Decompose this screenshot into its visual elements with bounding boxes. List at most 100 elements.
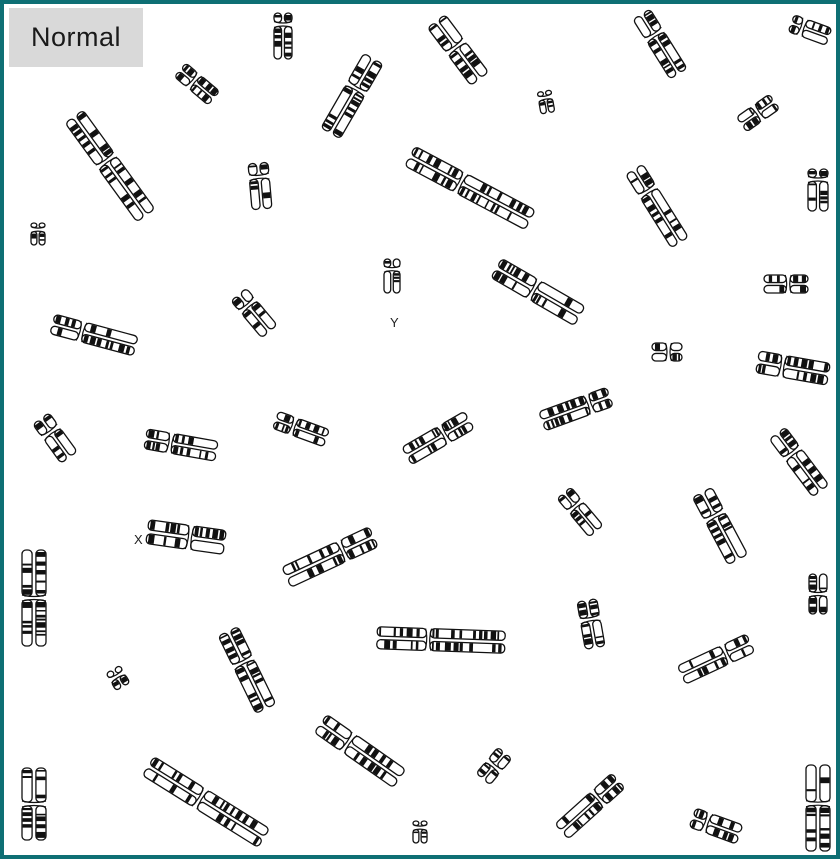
chromatid-arm	[114, 665, 123, 674]
chromosome	[33, 413, 77, 464]
chromosome-band	[769, 276, 772, 282]
chromosome-band	[810, 576, 816, 579]
chromatid-arm	[758, 351, 782, 364]
chromosome-band	[37, 602, 46, 607]
chromosome	[405, 146, 535, 229]
chromosome-band	[414, 832, 419, 834]
chromosome-band	[820, 196, 827, 199]
chromosome-band	[285, 15, 291, 21]
chromatid-arm	[671, 343, 683, 351]
centromere	[384, 266, 400, 272]
chromosome	[555, 773, 625, 839]
chromosome-band	[37, 581, 46, 583]
chromosome-band	[23, 631, 32, 634]
chromatid-arm	[377, 640, 426, 651]
chromatid-arm	[764, 275, 786, 283]
chromosome-band	[37, 590, 46, 594]
chromosome-band	[285, 41, 291, 44]
centromere	[31, 227, 45, 233]
chromatid-arm	[820, 765, 830, 802]
chromosome-band	[432, 642, 434, 650]
chromosome-band	[23, 602, 32, 608]
chromosome-band	[498, 644, 502, 652]
chromosome	[65, 110, 155, 222]
chromosome-band	[678, 354, 680, 360]
chromatid-arm	[190, 540, 224, 555]
chromosome-band	[37, 615, 46, 618]
chromosome-band	[37, 552, 46, 557]
chromatid-arm	[539, 100, 547, 114]
chromosome-band	[810, 585, 816, 590]
chromosome-band	[807, 808, 816, 813]
chromosome	[577, 599, 605, 650]
chromosome-band	[37, 610, 46, 612]
chromosome-band	[469, 643, 473, 651]
chromosome-band	[37, 634, 46, 636]
chromatid-arm	[806, 765, 816, 802]
chromosome-band	[820, 171, 827, 176]
chromatid-arm	[652, 353, 667, 361]
chromosome-band	[23, 770, 32, 773]
chromosome	[788, 15, 832, 46]
x-chromosome-label: X	[134, 532, 143, 547]
chromosome-band	[394, 628, 396, 636]
chromosome-band	[23, 808, 32, 810]
chromosome-band	[497, 632, 499, 640]
centromere	[785, 275, 791, 293]
chromosome	[756, 351, 831, 385]
chromosome	[231, 288, 277, 338]
centromere	[22, 595, 46, 601]
chromosome	[689, 808, 743, 844]
chromatid-arm	[274, 13, 282, 23]
centromere	[808, 177, 828, 183]
chromosome-band	[23, 589, 32, 595]
chromosome-band	[37, 619, 46, 621]
chromosome-band	[385, 261, 391, 264]
chromosome	[22, 768, 46, 840]
chromosome	[144, 429, 218, 461]
chromosome-band	[37, 777, 46, 781]
chromosome	[273, 411, 330, 446]
chromosome-band	[821, 808, 830, 813]
chromosome	[537, 90, 555, 114]
chromatid-arm	[248, 163, 257, 175]
chromosome-band	[285, 47, 291, 49]
chromosome-band	[251, 186, 259, 191]
chromosome	[428, 15, 489, 86]
chromosome-band	[379, 627, 381, 635]
chromosome	[174, 63, 219, 105]
chromosome	[22, 550, 46, 646]
chromosome-band	[40, 239, 45, 241]
chromosome-band	[37, 816, 46, 821]
chromosome-band	[810, 607, 816, 613]
chromosome	[248, 162, 272, 210]
chromosome-band	[422, 836, 427, 838]
chromosome	[377, 627, 506, 653]
chromosome-band	[809, 171, 816, 174]
chromosome-band	[459, 630, 462, 638]
chromosome-band	[810, 598, 816, 604]
chromosome-band	[821, 843, 830, 848]
chromosome-band	[793, 276, 798, 282]
centromere	[809, 591, 827, 597]
chromosome-band	[275, 15, 281, 17]
chromosome-band	[23, 621, 32, 624]
centromere	[806, 801, 830, 807]
chromosome-band	[432, 629, 434, 637]
chromosome-band	[807, 837, 816, 841]
chromosome-band	[275, 29, 281, 33]
chromosome-band	[800, 286, 806, 292]
chromosome-band	[23, 568, 32, 573]
chromosome-band	[491, 631, 497, 639]
chromosome-band	[394, 273, 400, 275]
chromosome-band	[37, 770, 46, 772]
chromosome-band	[32, 234, 37, 239]
chromosome-band	[473, 631, 476, 639]
chromosome	[31, 223, 45, 245]
chromosome-band	[436, 629, 439, 637]
chromosome-band	[285, 53, 291, 57]
chromosome-band	[821, 814, 830, 816]
chromosome-band	[148, 430, 155, 438]
chromosome-band	[37, 824, 46, 828]
chromosome	[557, 487, 603, 537]
